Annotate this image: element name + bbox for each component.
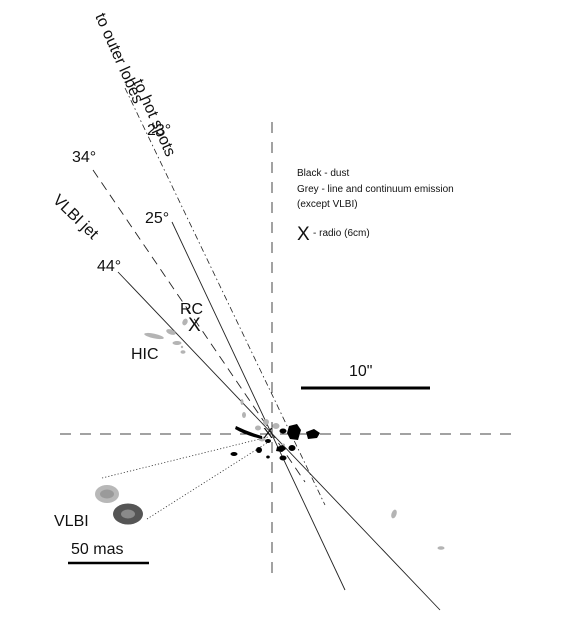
dust-blob [279, 455, 287, 461]
legend-radio-text: - radio (6cm) [313, 228, 370, 239]
rc-blob [182, 318, 188, 326]
pa-25-line [171, 221, 346, 591]
nuclear-blob [263, 419, 269, 425]
scale-50mas-label: 50 mas [71, 541, 123, 558]
dust-blob [287, 424, 301, 440]
angle-25-label: 25° [145, 210, 169, 227]
vlbi-jet-label: VLBI jet [49, 192, 102, 244]
vlbi-connector-upper [101, 436, 269, 479]
position-angle-lines [92, 87, 441, 611]
rc-radio-marker: X [188, 315, 201, 336]
dust-regions [230, 424, 320, 461]
legend-radio-symbol: X [297, 224, 310, 245]
hic-blob [172, 341, 182, 345]
hic-label: HIC [131, 346, 159, 363]
hic-blob [144, 332, 164, 340]
hot-spots-label: to hot spots [129, 77, 178, 159]
nuclear-blob [255, 425, 261, 431]
hic-blob [180, 345, 184, 349]
hic-blob [166, 329, 176, 335]
rc-label: RC [180, 301, 203, 318]
legend: Black - dust Grey - line and continuum e… [297, 168, 454, 245]
vlbi-inset [95, 485, 143, 525]
dust-blob [265, 439, 271, 443]
vlbi-connector-lower [146, 440, 271, 520]
dust-blob [266, 455, 270, 459]
legend-dust: Black - dust [297, 168, 349, 179]
angle-44-label: 44° [97, 258, 121, 275]
hic-blob [180, 350, 186, 354]
dust-blob [276, 445, 286, 452]
pa-23-line [124, 87, 326, 506]
nucleus-radio-marker: X [263, 425, 273, 442]
vlbi-dark-core [121, 509, 135, 519]
pa-34-line [92, 169, 306, 483]
outer-blob [437, 546, 445, 550]
angle-23-label: 23° [147, 122, 171, 139]
dust-blob [256, 447, 262, 453]
angle-34-label: 34° [72, 149, 96, 166]
nuclear-blob [272, 423, 280, 429]
vlbi-grey-core [100, 489, 114, 499]
legend-except-vlbi: (except VLBI) [297, 199, 358, 210]
dust-blob [306, 429, 320, 439]
scale-10arcsec-label: 10" [349, 363, 372, 380]
pa-44-line [117, 271, 441, 611]
outer-blob [391, 509, 397, 519]
nuclear-blob [242, 412, 246, 418]
dust-blob [230, 452, 238, 456]
vlbi-label: VLBI [54, 513, 89, 530]
legend-line-emission: Grey - line and continuum emission [297, 184, 454, 195]
dust-blob [279, 428, 287, 434]
dust-lane-arc [235, 426, 262, 439]
nuclear-blob [240, 399, 244, 405]
line-emission-regions [144, 318, 445, 550]
dust-blob [288, 445, 296, 451]
